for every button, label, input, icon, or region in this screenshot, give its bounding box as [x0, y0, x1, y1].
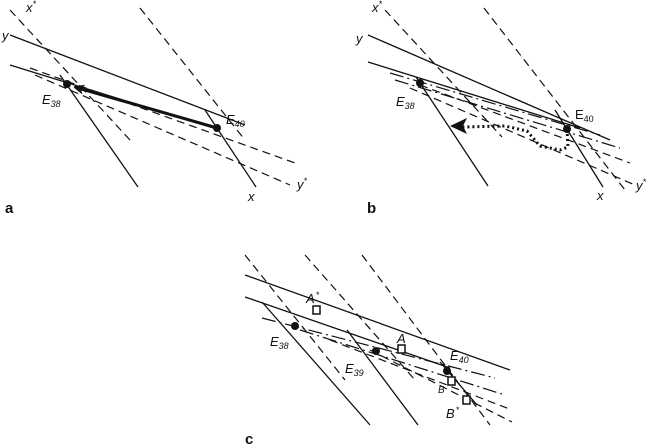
- point-e38-a: [63, 80, 71, 88]
- point-e40-a: [213, 124, 221, 132]
- point-e38-c: [291, 322, 299, 330]
- line-x-left-b: [416, 77, 488, 186]
- label-a-star-c: A*: [305, 290, 320, 306]
- label-e38-c: E38: [270, 334, 289, 351]
- panel-label-a: a: [5, 200, 14, 217]
- point-a-star-c: [313, 306, 320, 314]
- point-b-star-c: [463, 396, 470, 404]
- point-b-c: [448, 377, 455, 385]
- label-y-b: y: [355, 31, 364, 46]
- line-y-b: [368, 35, 610, 140]
- point-a-c: [398, 345, 405, 353]
- line-y-star-b: [420, 85, 630, 163]
- line-y-star-lower-a: [35, 75, 290, 185]
- label-x-b: x: [596, 188, 604, 203]
- label-b-c: B: [438, 385, 445, 396]
- point-e40-c: [443, 367, 451, 375]
- label-a-c: A: [396, 331, 406, 346]
- label-e40-b: E40: [575, 107, 594, 124]
- line-y-a: [10, 35, 245, 125]
- point-e38-b: [416, 79, 424, 87]
- line-x-star-a: [10, 10, 130, 140]
- label-e40-c: E40: [450, 348, 469, 365]
- line-solid-mid-c: [245, 297, 450, 368]
- panel-b: x* y E38 E40 x y* b: [355, 0, 647, 217]
- panel-c: A* A E38 E39 E40 B B* c: [245, 255, 512, 448]
- panel-label-b: b: [367, 200, 376, 217]
- label-e39-c: E39: [345, 361, 364, 378]
- panel-a: x* y E38 E40 x y* a: [1, 0, 308, 217]
- line-x-star-right-b: [484, 8, 625, 190]
- label-y-star-b: y*: [635, 177, 647, 193]
- panel-label-c: c: [245, 431, 253, 448]
- adjustment-arrow-a: [78, 88, 217, 128]
- line-dash-1-c: [245, 255, 345, 380]
- label-y-star-a: y*: [296, 176, 308, 192]
- point-e39-c: [372, 347, 380, 355]
- label-x-star-b: x*: [371, 0, 383, 15]
- label-b-star-c: B*: [446, 405, 460, 421]
- line-solid-left-diag-c: [262, 302, 370, 425]
- point-e40-b: [563, 125, 571, 133]
- label-y-a: y: [1, 28, 10, 43]
- label-x-star-a: x*: [25, 0, 37, 15]
- line-solid-top-c: [245, 275, 510, 370]
- label-x-a: x: [247, 189, 255, 204]
- adjustment-path-b: [462, 126, 568, 150]
- label-e40-a: E40: [226, 112, 245, 129]
- label-e38-b: E38: [396, 94, 415, 111]
- line-x-left-a: [60, 75, 138, 187]
- label-e38-a: E38: [42, 92, 61, 109]
